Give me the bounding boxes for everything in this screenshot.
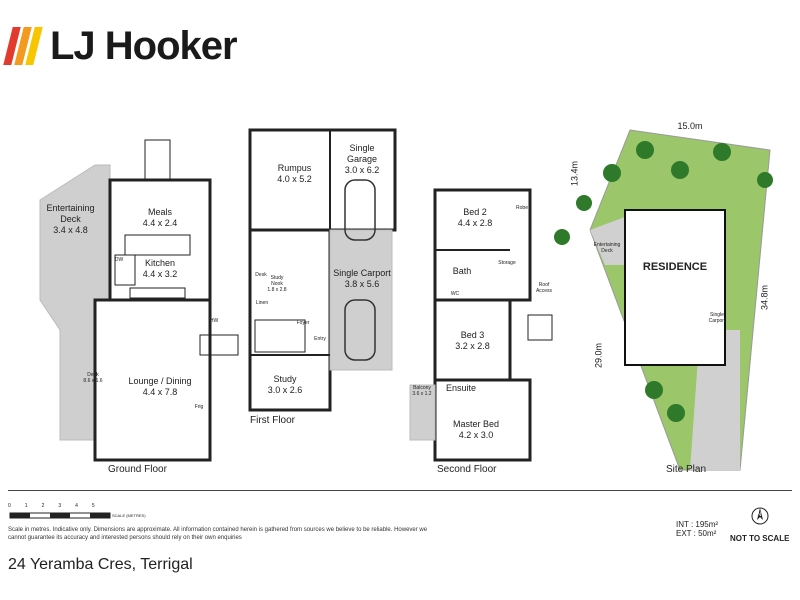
linen-label: Linen [255,300,269,306]
divider [8,490,792,491]
garage-label: Single Garage 3.0 x 6.2 [344,143,380,175]
disclaimer: Scale in metres. Indicative only. Dimens… [8,527,428,541]
site-dim-right: 34.8m [759,285,770,311]
compass-icon [751,507,769,525]
ground-floor-title: Ground Floor [108,464,167,475]
meals-label: Meals 4.4 x 2.4 [142,207,178,228]
robe-label: Robe [516,205,528,211]
bath-label: Bath [452,266,472,276]
area-ext: EXT : 50m² [676,529,717,538]
ensuite-label: Ensuite [445,383,477,393]
carport-label: Single Carport 3.8 x 5.6 [333,268,391,289]
address: 24 Yeramba Cres, Terrigal [8,556,193,573]
scale-bar-icon [9,512,111,519]
area-int: INT : 195m² [676,520,719,529]
bed2-label: Bed 2 4.4 x 2.8 [457,207,493,228]
side-deck-label: Deck 8.6 x 1.6 [83,372,103,384]
dishwasher-label: DW [114,257,124,263]
site-dim-bottom-left: 29.0m [593,343,604,369]
wc-label: WC [450,291,460,297]
brand-logo: LJ Hooker [3,23,238,68]
bed3-label: Bed 3 3.2 x 2.8 [455,330,490,351]
brand-name: LJ Hooker [50,23,238,68]
entry-label: Entry [314,336,326,342]
balcony-label: Balcony 3.6 x 1.2 [412,385,432,397]
fridge-label: Frig [194,404,204,410]
lounge-dining-label: Lounge / Dining 4.4 x 7.8 [128,376,192,397]
study-nook-label: Study Nook 1.8 x 2.8 [267,275,287,293]
first-floor-title: First Floor [250,415,295,426]
compass: N [750,506,770,531]
scale-unit: SCALE (METRES) [112,513,146,518]
site-deck-label: Entertaining Deck [593,242,621,254]
compass-n: N [757,512,762,518]
site-plan-title: Site Plan [666,464,707,475]
area-info: INT : 195m² EXT : 50m² [676,520,718,538]
not-to-scale: NOT TO SCALE [730,534,790,543]
master-bed-label: Master Bed 4.2 x 3.0 [452,419,500,440]
foyer-label: Foyer [296,320,310,326]
rumpus-label: Rumpus 4.0 x 5.2 [277,163,312,184]
entertaining-deck-label: Entertaining Deck 3.4 x 4.8 [46,203,95,235]
site-dim-left: 13.4m [569,161,580,187]
roof-access-label: Roof Access [535,282,553,294]
hot-water-label: HW [209,318,219,324]
second-floor-title: Second Floor [437,464,497,475]
study-label: Study 3.0 x 2.6 [267,374,303,395]
residence-label: RESIDENCE [642,261,708,273]
site-carport-label: Single Carport [708,312,726,324]
desk-label: Desk [255,272,267,278]
storage-label: Storage [498,260,516,266]
site-dim-top: 15.0m [677,121,703,131]
kitchen-label: Kitchen 4.4 x 3.2 [142,258,178,279]
